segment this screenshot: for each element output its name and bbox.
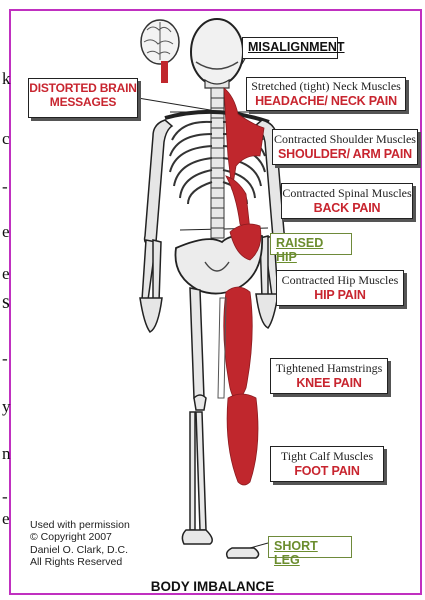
brain-line-2: MESSAGES [29,96,137,110]
misalignment-label: MISALIGNMENT [242,37,338,59]
raised-hip-label: RAISED HIP [270,233,352,255]
back-pain-label: BACK PAIN [282,201,412,215]
hip-sub-label: Contracted Hip Muscles [277,274,403,288]
shoulder-sub-label: Contracted Shoulder Muscles [273,133,417,147]
spinal-callout: Contracted Spinal Muscles BACK PAIN [281,183,413,219]
calf-sub-label: Tight Calf Muscles [271,450,383,464]
hip-pain-label: HIP PAIN [277,288,403,302]
figure-caption: BODY IMBALANCE [0,579,425,594]
brain-icon [141,20,179,83]
skull [191,19,243,88]
copyright-line-4: All Rights Reserved [30,556,130,568]
copyright-line-3: Daniel O. Clark, D.C. [30,544,130,556]
short-leg-label: SHORT LEG [268,536,352,558]
copyright-notice: Used with permission © Copyright 2007 Da… [30,519,130,569]
hamstring-sub-label: Tightened Hamstrings [271,362,387,376]
copyright-line-2: © Copyright 2007 [30,531,130,543]
knee-pain-label: KNEE PAIN [271,376,387,390]
neck-pain-label: HEADACHE/ NECK PAIN [247,94,405,108]
hip-callout: Contracted Hip Muscles HIP PAIN [276,270,404,306]
copyright-line-1: Used with permission [30,519,130,531]
misalignment-text: MISALIGNMENT [248,40,345,54]
brain-line-1: DISTORTED BRAIN [29,82,137,96]
spinal-sub-label: Contracted Spinal Muscles [282,187,412,201]
shoulder-pain-label: SHOULDER/ ARM PAIN [273,147,417,161]
shoulder-callout: Contracted Shoulder Muscles SHOULDER/ AR… [272,129,418,165]
hamstring-callout: Tightened Hamstrings KNEE PAIN [270,358,388,394]
calf-callout: Tight Calf Muscles FOOT PAIN [270,446,384,482]
neck-callout: Stretched (tight) Neck Muscles HEADACHE/… [246,77,406,111]
neck-sub-label: Stretched (tight) Neck Muscles [247,80,405,94]
distorted-brain-messages-callout: DISTORTED BRAIN MESSAGES [28,78,138,118]
foot-pain-label: FOOT PAIN [271,464,383,478]
